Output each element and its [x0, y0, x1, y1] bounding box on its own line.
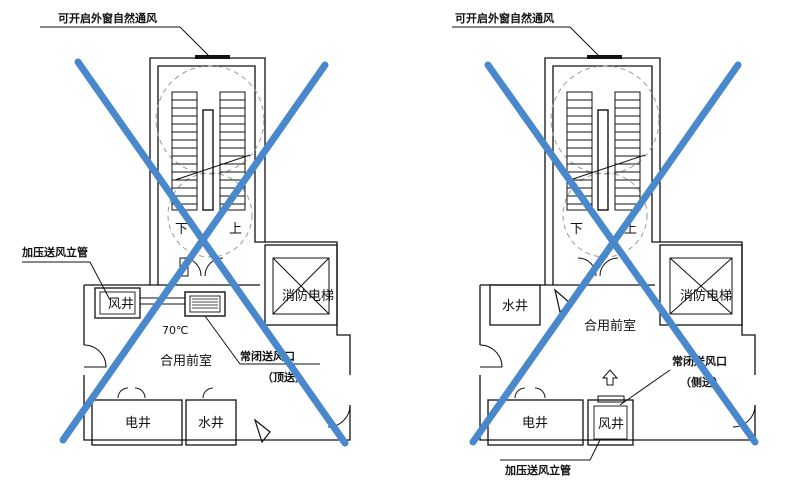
right-up-arrow-icon: [601, 369, 619, 386]
right-wind-shaft: [587, 399, 634, 446]
left-up-label: 上: [229, 222, 242, 237]
right-stair-door: [577, 257, 619, 277]
left-electric-shaft: [91, 399, 183, 446]
right-stair-treads: [566, 91, 646, 211]
right-floor-plan: 可开启外窗自然通风 下 上 水井 消防电梯 合用前室 常闭送风口 （侧送）: [452, 11, 759, 477]
left-wind-shaft-label: 风井: [108, 297, 134, 312]
right-down-label: 下: [570, 222, 583, 237]
right-electric-shaft-label: 电井: [522, 416, 548, 431]
left-water-shaft-label: 水井: [198, 416, 224, 431]
right-wind-shaft-label: 风井: [598, 417, 624, 432]
left-floor-plan: 可开启外窗自然通风 下 上 风井 70℃: [21, 11, 351, 447]
left-fire-elevator-label: 消防电梯: [282, 288, 334, 304]
left-stair-circle-bottom: [167, 172, 253, 258]
left-window-label: 可开启外窗自然通风: [58, 11, 157, 25]
left-extinguisher-icon: [253, 418, 271, 444]
right-lobby-wall: [479, 241, 756, 441]
right-water-shaft-label: 水井: [502, 299, 528, 314]
left-side-door: [83, 344, 107, 368]
right-right-door: [732, 404, 756, 428]
left-window-mark: [195, 55, 230, 59]
left-cross-stroke-1: [74, 58, 349, 447]
right-shaft-pipe-label: 加压送风立管: [504, 463, 571, 477]
right-lobby-label: 合用前室: [584, 318, 636, 334]
right-stair-circle-top: [550, 65, 660, 175]
left-down-label: 下: [175, 222, 188, 237]
left-window-leader-diag: [179, 26, 211, 58]
right-stair-wall: [544, 57, 661, 286]
left-cross-stroke-2: [59, 61, 329, 444]
left-shaft-pipe-label: 加压送风立管: [21, 245, 88, 259]
left-stair-wall: [149, 57, 266, 286]
right-cross-stroke-1: [484, 61, 759, 446]
right-fire-elevator: [659, 244, 743, 326]
left-lobby-wall: [83, 241, 351, 441]
left-fire-elevator: [264, 244, 338, 326]
right-cross-stroke-2: [469, 61, 742, 446]
right-water-shaft: [489, 284, 541, 326]
left-water-shaft: [185, 399, 237, 446]
left-damper-temp: 70℃: [162, 324, 188, 337]
right-window-label: 可开启外窗自然通风: [455, 11, 554, 25]
right-side-door: [479, 344, 503, 368]
left-electric-shaft-label: 电井: [125, 416, 151, 431]
right-fire-elevator-label: 消防电梯: [680, 288, 732, 304]
left-lobby-label: 合用前室: [160, 353, 212, 369]
left-stair-circle-top: [155, 65, 265, 175]
